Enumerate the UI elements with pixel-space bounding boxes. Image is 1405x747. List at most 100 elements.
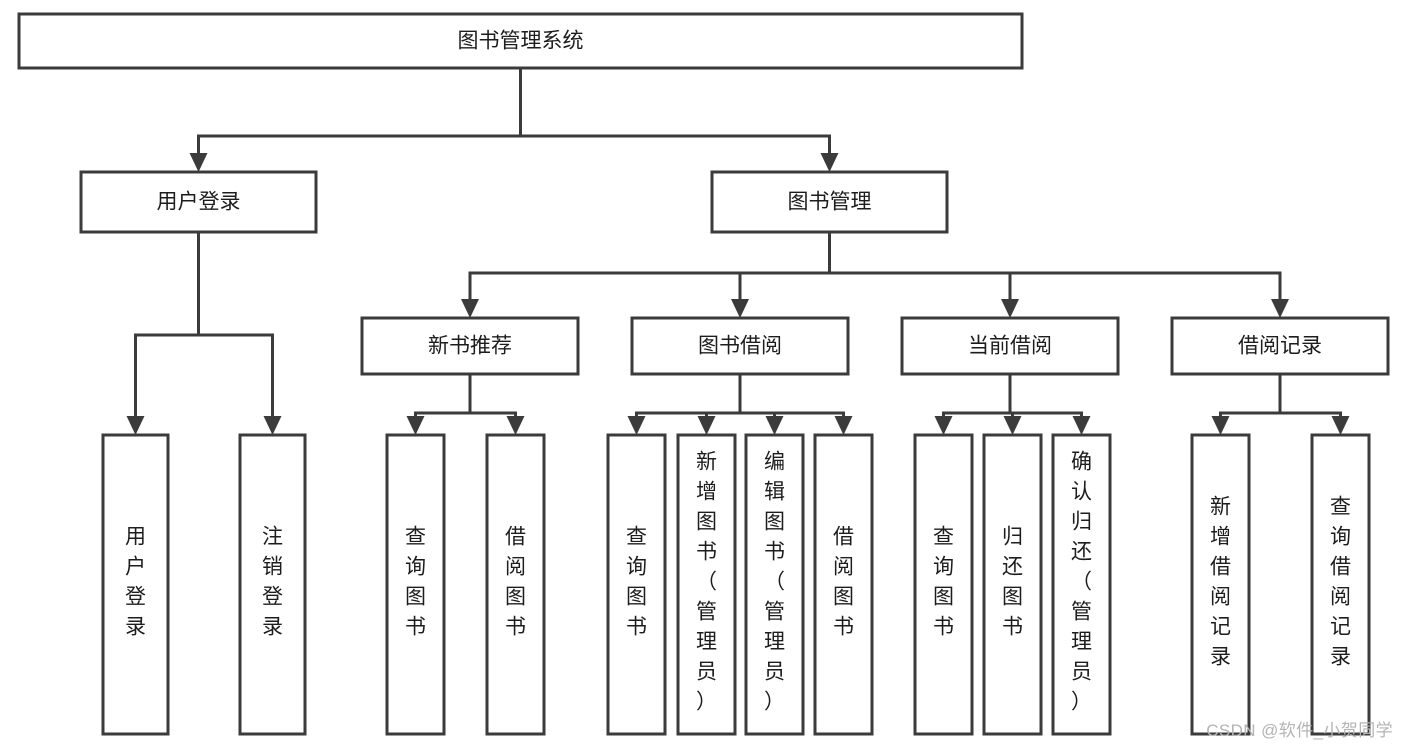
- arrow-connector: [461, 271, 479, 318]
- level3-node[interactable]: 借阅记录: [1170, 316, 1390, 376]
- leaf-node[interactable]: 新增借阅记录: [1190, 433, 1251, 736]
- leaf-node[interactable]: 归还图书: [982, 433, 1043, 736]
- node-label: 借阅图书: [505, 526, 526, 639]
- arrow-connector: [934, 411, 953, 435]
- arrow-head-icon: [263, 416, 282, 435]
- arrow-head-icon: [627, 416, 646, 435]
- leaf-node[interactable]: 借阅图书: [813, 433, 874, 736]
- csdn-watermark: CSDN @软件_小贺同学: [1206, 721, 1393, 740]
- node-label: 借阅记录: [1238, 335, 1322, 358]
- arrow-connector: [406, 411, 425, 435]
- node-box[interactable]: [900, 316, 1120, 376]
- level3-node[interactable]: 新书推荐: [360, 316, 580, 376]
- arrow-head-icon: [461, 299, 479, 318]
- node-box[interactable]: [79, 170, 318, 234]
- node-label: 新增借阅记录: [1210, 496, 1231, 669]
- arrow-connector: [1001, 271, 1019, 318]
- leaf-node[interactable]: 借阅图书: [485, 433, 546, 736]
- leaf-node[interactable]: 查询图书: [385, 433, 446, 736]
- arrow-head-icon: [1003, 416, 1022, 435]
- arrow-head-icon: [834, 416, 853, 435]
- arrow-head-icon: [765, 416, 784, 435]
- node-label: 借阅图书: [833, 526, 854, 639]
- arrow-head-icon: [189, 153, 208, 172]
- arrow-connector: [1072, 411, 1091, 435]
- arrow-connector: [627, 411, 646, 435]
- arrow-head-icon: [1001, 299, 1019, 318]
- node-box[interactable]: [676, 433, 737, 736]
- leaf-node[interactable]: 用户登录: [101, 433, 170, 736]
- arrow-head-icon: [1072, 416, 1091, 435]
- node-label: 图书管理: [788, 191, 872, 214]
- connector-layer: [126, 66, 1350, 435]
- arrow-head-icon: [697, 416, 716, 435]
- arrow-head-icon: [1211, 416, 1230, 435]
- arrow-connector: [189, 134, 208, 172]
- node-label: 确认归还（管理员）: [1071, 451, 1092, 714]
- node-label: 图书管理系统: [458, 30, 584, 53]
- arrow-head-icon: [1331, 416, 1350, 435]
- node-box[interactable]: [1051, 433, 1112, 736]
- arrow-connector: [1331, 411, 1350, 435]
- arrow-connector: [1003, 411, 1022, 435]
- node-label: 查询图书: [626, 526, 647, 639]
- node-box[interactable]: [606, 433, 667, 736]
- leaf-node[interactable]: 编辑图书（管理员）: [744, 433, 805, 736]
- node-box[interactable]: [744, 433, 805, 736]
- node-label: 归还图书: [1002, 526, 1023, 639]
- arrow-connector: [765, 411, 784, 435]
- leaf-node[interactable]: 查询图书: [913, 433, 974, 736]
- arrow-head-icon: [126, 416, 145, 435]
- node-box[interactable]: [101, 433, 170, 736]
- arrow-head-icon: [1271, 299, 1289, 318]
- node-label: 查询图书: [405, 526, 426, 639]
- leaf-node[interactable]: 注销登录: [238, 433, 307, 736]
- node-box[interactable]: [630, 316, 850, 376]
- level2-node[interactable]: 图书管理: [710, 170, 949, 234]
- leaf-node[interactable]: 确认归还（管理员）: [1051, 433, 1112, 736]
- node-box[interactable]: [485, 433, 546, 736]
- node-box[interactable]: [360, 316, 580, 376]
- arrow-connector: [834, 411, 853, 435]
- level3-node[interactable]: 当前借阅: [900, 316, 1120, 376]
- node-label: 查询借阅记录: [1330, 496, 1351, 669]
- node-label: 用户登录: [125, 526, 146, 639]
- node-box[interactable]: [1310, 433, 1371, 736]
- node-label: 注销登录: [262, 526, 283, 639]
- arrow-connector: [1271, 271, 1289, 318]
- node-box[interactable]: [385, 433, 446, 736]
- arrow-connector: [506, 411, 525, 435]
- node-box[interactable]: [710, 170, 949, 234]
- level3-node[interactable]: 图书借阅: [630, 316, 850, 376]
- arrow-connector: [820, 134, 839, 172]
- arrow-connector: [126, 333, 145, 435]
- node-label: 编辑图书（管理员）: [764, 451, 785, 714]
- leaf-node[interactable]: 查询借阅记录: [1310, 433, 1371, 736]
- node-label: 新书推荐: [428, 335, 512, 358]
- node-box[interactable]: [1170, 316, 1390, 376]
- node-box[interactable]: [982, 433, 1043, 736]
- leaf-node[interactable]: 查询图书: [606, 433, 667, 736]
- node-label: 新增图书（管理员）: [696, 451, 717, 714]
- node-box[interactable]: [238, 433, 307, 736]
- node-box[interactable]: [17, 12, 1024, 70]
- arrow-connector: [1211, 411, 1230, 435]
- arrow-head-icon: [406, 416, 425, 435]
- root-node[interactable]: 图书管理系统: [17, 12, 1024, 70]
- node-label: 当前借阅: [968, 335, 1052, 358]
- node-layer: 图书管理系统用户登录图书管理新书推荐图书借阅当前借阅借阅记录用户登录注销登录查询…: [17, 12, 1390, 736]
- arrow-head-icon: [506, 416, 525, 435]
- leaf-node[interactable]: 新增图书（管理员）: [676, 433, 737, 736]
- node-label: 用户登录: [157, 191, 241, 214]
- arrow-head-icon: [934, 416, 953, 435]
- node-box[interactable]: [913, 433, 974, 736]
- arrow-connector: [731, 271, 749, 318]
- level2-node[interactable]: 用户登录: [79, 170, 318, 234]
- node-box[interactable]: [813, 433, 874, 736]
- arrow-head-icon: [820, 153, 839, 172]
- arrow-connector: [697, 411, 716, 435]
- node-label: 图书借阅: [698, 335, 782, 358]
- node-box[interactable]: [1190, 433, 1251, 736]
